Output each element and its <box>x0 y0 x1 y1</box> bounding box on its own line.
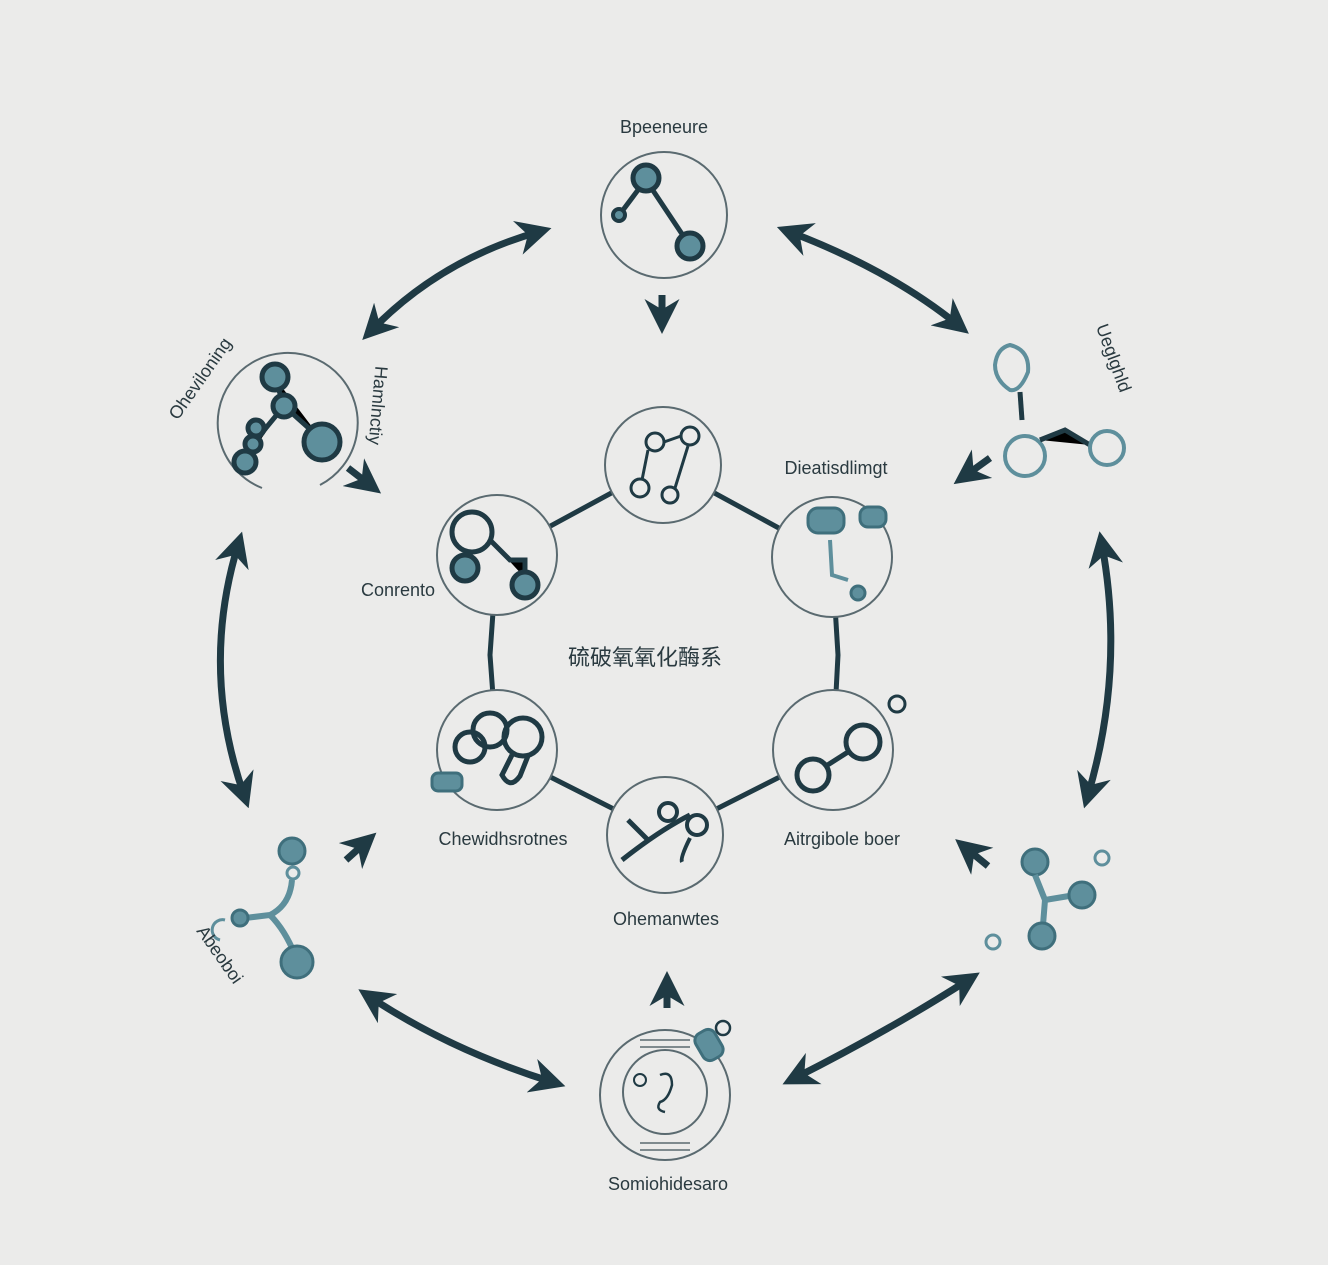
outer-node-top <box>600 151 728 279</box>
label-inner-upper-left: Conrento <box>361 580 435 600</box>
double-arrow-bottom-left <box>358 989 566 1093</box>
arrow-lower-left <box>338 832 377 870</box>
inner-node-lower-right <box>772 689 907 811</box>
double-arrow-top-left <box>362 220 552 341</box>
inner-node-lower-left <box>430 689 558 811</box>
outer-node-bottom <box>599 1019 732 1161</box>
label-upper-left-side: Hamlnctiy <box>365 365 392 445</box>
arrow-upper-right <box>953 449 993 485</box>
center-title: 硫破氧氧化酶系 <box>568 646 722 671</box>
label-upper-right: Ueglghld <box>1092 321 1135 395</box>
arrow-lower-right <box>955 839 994 875</box>
outer-node-lower-left <box>210 836 315 980</box>
label-inner-upper-right: Dieatisdlimgt <box>784 458 887 478</box>
outer-node-upper-right <box>992 342 1126 478</box>
double-arrow-left <box>215 531 254 809</box>
arrow-upper-left <box>342 458 382 494</box>
label-bottom: Somiohidesaro <box>608 1174 728 1194</box>
inner-node-upper-left <box>436 494 558 616</box>
double-arrow-right <box>1077 531 1124 809</box>
label-top: Bpeeneure <box>620 117 708 137</box>
label-upper-left: Oheviloning <box>165 334 236 423</box>
double-arrow-bottom-right <box>782 972 980 1085</box>
double-arrow-top-right <box>776 223 969 334</box>
label-inner-lower-left: Chewidhsrotnes <box>438 829 567 849</box>
inner-node-bottom <box>606 776 724 894</box>
label-lower-left: Abeoboi <box>193 922 247 988</box>
label-inner-bottom: Ohemanwtes <box>613 909 719 929</box>
inner-node-upper-right <box>771 496 893 618</box>
outer-node-upper-left <box>216 351 359 489</box>
outer-node-lower-right <box>984 847 1111 951</box>
label-inner-lower-right: Aitrgibole boer <box>784 829 900 849</box>
inner-node-top <box>604 406 722 524</box>
